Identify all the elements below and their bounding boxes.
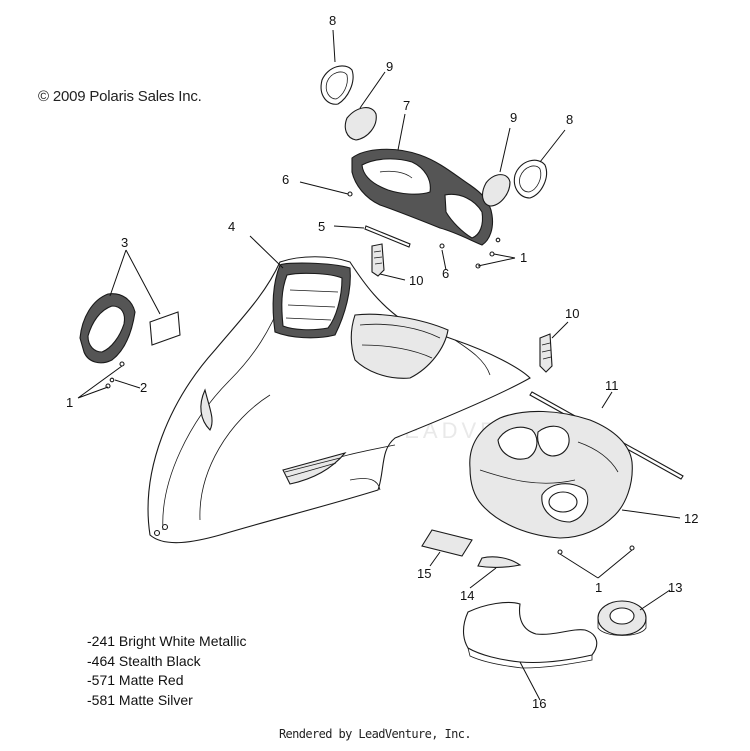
callout-7: 7 [403,98,410,113]
callout-1-bottom: 1 [595,580,602,595]
color-code-item: -571 Matte Red [87,672,184,689]
callout-14: 14 [460,588,474,603]
decal-14-part [477,556,522,568]
callout-12: 12 [684,511,698,526]
handle-upper-part [371,243,385,277]
mirror-right-part [481,159,548,207]
color-code-item: -581 Matte Silver [87,691,193,708]
callout-8-right: 8 [566,112,573,127]
callout-16: 16 [532,696,546,711]
callout-1-top: 1 [520,250,527,265]
callout-3: 3 [121,235,128,250]
color-code-item: -241 Bright White Metallic [87,633,247,649]
color-code-item: -464 Stealth Black [87,652,201,669]
console-part [351,148,494,246]
hood-part [147,256,531,544]
callout-8-left: 8 [329,13,336,28]
grommet-part [597,600,647,636]
storage-tray-part [469,410,635,555]
callout-1-left: 1 [66,395,73,410]
leader-lines [77,29,681,701]
color-code-list: -241 Bright White Metallic -464 Stealth … [87,632,247,710]
callout-9-right: 9 [510,110,517,125]
callout-9-left: 9 [386,59,393,74]
callout-6-left: 6 [282,172,289,187]
render-credit: Rendered by LeadVenture, Inc. [278,727,472,741]
callout-10-right: 10 [565,306,579,321]
callout-10-top: 10 [409,273,423,288]
callout-numbers: 8 9 7 9 8 6 5 6 1 4 10 10 3 1 2 11 12 1 … [66,13,698,711]
callout-6-right: 6 [442,266,449,281]
copyright-notice: © 2009 Polaris Sales Inc. [38,88,202,105]
side-pod-part [79,293,181,364]
callout-2: 2 [140,380,147,395]
callout-11: 11 [605,378,619,393]
callout-5: 5 [318,219,325,234]
decal-15-part [421,529,473,557]
mirror-left-part [320,65,377,141]
handle-right-part [539,333,553,373]
liner-pad-part [462,601,598,669]
trim-rod-part [364,225,411,248]
callout-15: 15 [417,566,431,581]
callout-13: 13 [668,580,682,595]
callout-4: 4 [228,219,235,234]
